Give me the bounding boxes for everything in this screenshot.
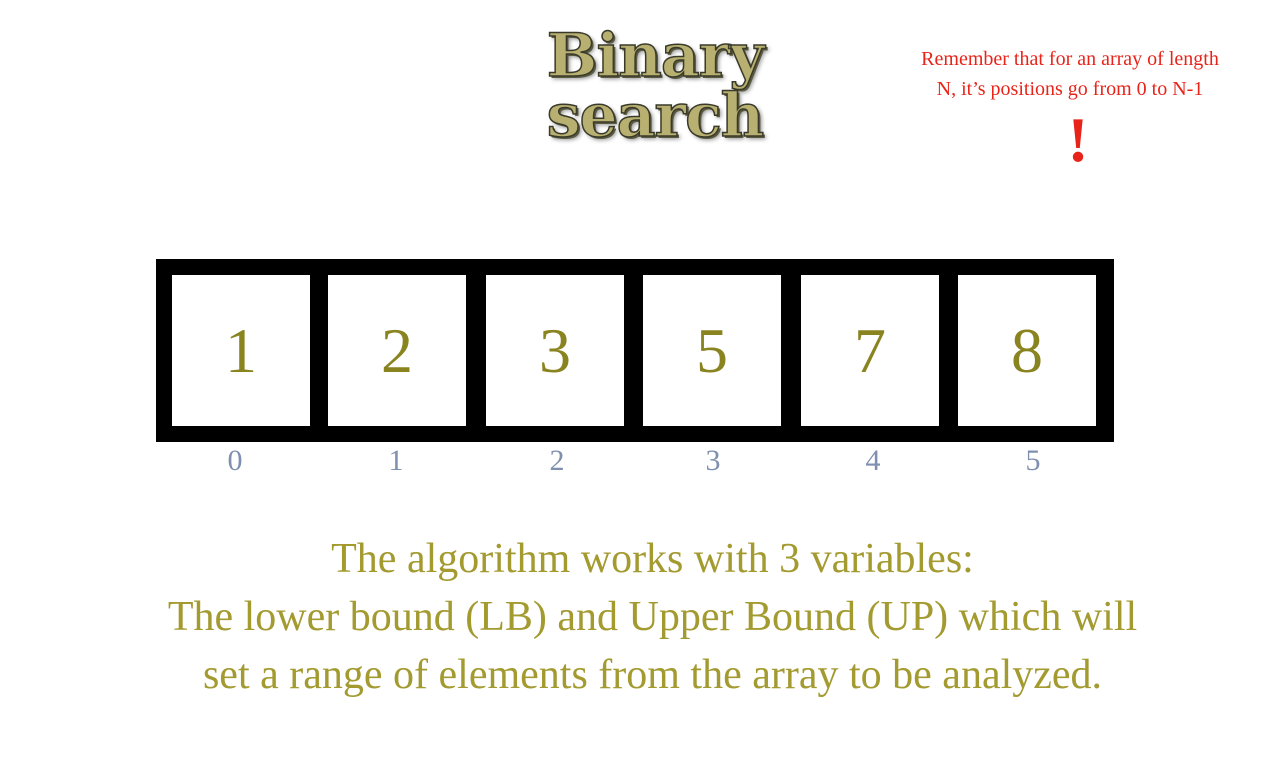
array-cell-3: 5 [643, 275, 781, 426]
array-index-0: 0 [227, 444, 243, 477]
reminder-note-line-1: Remember that for an array of length [921, 48, 1219, 70]
reminder-note-line-2: N, it’s positions go from 0 to N-1 [936, 78, 1204, 100]
array-index-4: 4 [865, 444, 881, 477]
array-index-1: 1 [388, 444, 404, 477]
description-line-2: The lower bound (LB) and Upper Bound (UP… [167, 594, 1138, 640]
array-cell-0: 1 [172, 275, 310, 426]
exclamation-mark: ! [1067, 104, 1089, 175]
description-line-3: set a range of elements from the array t… [202, 652, 1103, 698]
array-index-2: 2 [549, 444, 565, 477]
description-line-1: The algorithm works with 3 variables: [331, 536, 974, 582]
array-cell-4: 7 [801, 275, 939, 426]
reminder-note: Remember that for an array of length N, … [880, 44, 1260, 104]
algorithm-description: The algorithm works with 3 variables: Th… [40, 530, 1265, 704]
array-index-3: 3 [705, 444, 721, 477]
array-cell-1: 2 [328, 275, 466, 426]
array-cell-2: 3 [486, 275, 624, 426]
array-index-5: 5 [1025, 444, 1041, 477]
slide-title: Binary search [546, 21, 765, 151]
array-diagram: 1 2 3 5 7 8 [156, 259, 1114, 442]
array-cell-5: 8 [958, 275, 1096, 426]
